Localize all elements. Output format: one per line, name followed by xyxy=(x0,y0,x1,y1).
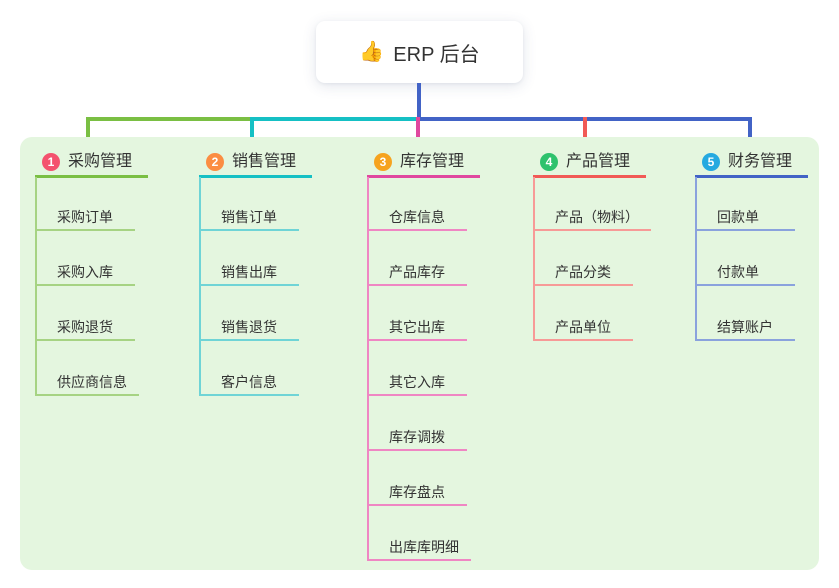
branch-children-connector xyxy=(367,177,369,561)
root-stem-connector xyxy=(417,83,421,121)
child-node[interactable]: 其它入库 xyxy=(367,368,467,396)
branch-label: 库存管理 xyxy=(400,153,465,170)
branch-children-connector xyxy=(199,177,201,396)
child-node[interactable]: 采购退货 xyxy=(35,313,135,341)
child-node[interactable]: 其它出库 xyxy=(367,313,467,341)
branch-node-3[interactable]: 3 库存管理 xyxy=(367,149,480,178)
child-node[interactable]: 库存调拨 xyxy=(367,423,467,451)
child-node[interactable]: 产品单位 xyxy=(533,313,633,341)
branch-children-connector xyxy=(533,177,535,341)
branch-drop-connector-4 xyxy=(583,117,587,150)
branch-label: 采购管理 xyxy=(68,153,133,170)
branches-panel xyxy=(20,137,819,570)
root-node[interactable]: 👍 ERP 后台 xyxy=(316,21,523,83)
branch-drop-connector-2 xyxy=(250,117,254,150)
child-node[interactable]: 销售出库 xyxy=(199,258,299,286)
child-node[interactable]: 库存盘点 xyxy=(367,478,467,506)
branch-label: 财务管理 xyxy=(728,153,793,170)
branch-number-badge: 1 xyxy=(42,153,60,171)
branch-label: 销售管理 xyxy=(232,153,297,170)
branch-node-5[interactable]: 5 财务管理 xyxy=(695,149,808,178)
branch-drop-connector-5 xyxy=(748,117,752,150)
child-node[interactable]: 付款单 xyxy=(695,258,795,286)
child-node[interactable]: 供应商信息 xyxy=(35,368,139,396)
child-node[interactable]: 采购入库 xyxy=(35,258,135,286)
branch-drop-connector-3 xyxy=(416,117,420,150)
bus-segment-green xyxy=(86,117,254,121)
child-node[interactable]: 采购订单 xyxy=(35,203,135,231)
branch-children-connector xyxy=(695,177,697,341)
branch-label: 产品管理 xyxy=(566,153,631,170)
branch-node-4[interactable]: 4 产品管理 xyxy=(533,149,646,178)
branch-number-badge: 2 xyxy=(206,153,224,171)
child-node[interactable]: 产品库存 xyxy=(367,258,467,286)
branch-number-badge: 3 xyxy=(374,153,392,171)
child-node[interactable]: 出库库明细 xyxy=(367,533,471,561)
child-node[interactable]: 客户信息 xyxy=(199,368,299,396)
child-node[interactable]: 产品分类 xyxy=(533,258,633,286)
branch-children-connector xyxy=(35,177,37,396)
child-node[interactable]: 结算账户 xyxy=(695,313,795,341)
child-node[interactable]: 产品（物料） xyxy=(533,203,651,231)
bus-segment-teal xyxy=(250,117,417,121)
branch-node-2[interactable]: 2 销售管理 xyxy=(199,149,312,178)
child-node[interactable]: 仓库信息 xyxy=(367,203,467,231)
branch-node-1[interactable]: 1 采购管理 xyxy=(35,149,148,178)
branch-number-badge: 5 xyxy=(702,153,720,171)
root-title: ERP 后台 xyxy=(393,43,480,66)
child-node[interactable]: 销售退货 xyxy=(199,313,299,341)
child-node[interactable]: 回款单 xyxy=(695,203,795,231)
child-node[interactable]: 销售订单 xyxy=(199,203,299,231)
thumbs-up-icon: 👍 xyxy=(359,41,385,63)
branch-drop-connector-1 xyxy=(86,117,90,150)
branch-number-badge: 4 xyxy=(540,153,558,171)
